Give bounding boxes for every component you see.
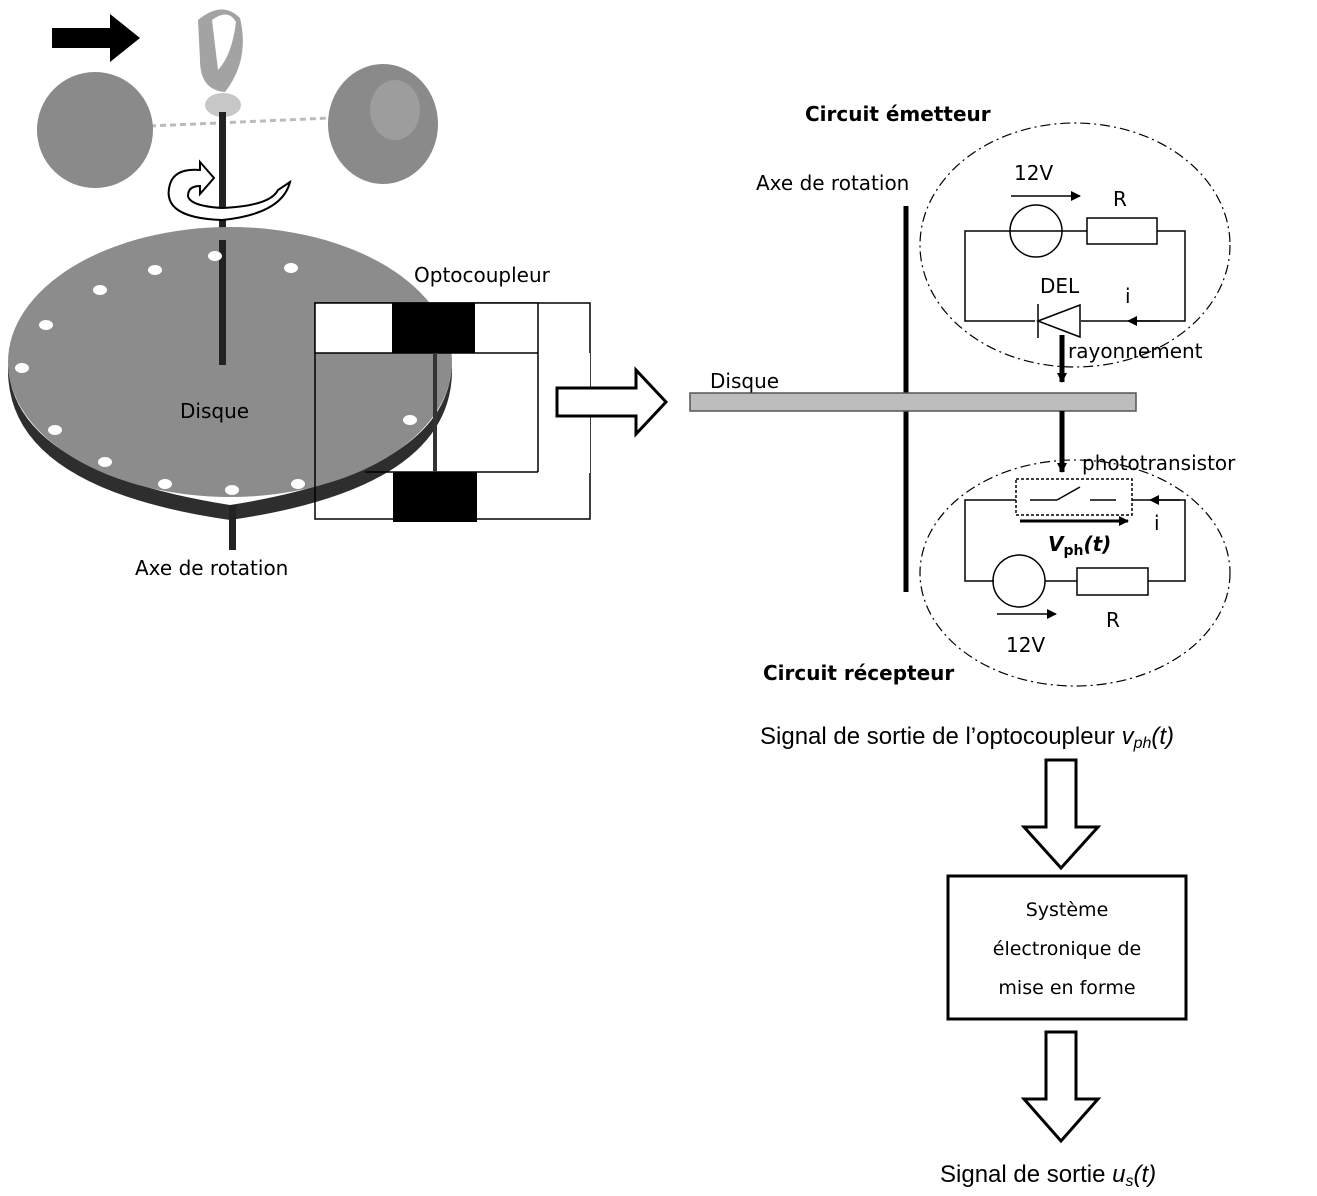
system-line-3: mise en forme (998, 977, 1135, 999)
system-line-1: Système (1026, 899, 1109, 921)
system-line-2: électronique de (993, 938, 1141, 960)
del-label: DEL (1040, 274, 1080, 298)
phototransistor-label: phototransistor (1082, 451, 1236, 475)
optocoupler-label: Optocoupleur (414, 263, 551, 287)
receiver-label: Circuit récepteur (763, 661, 954, 685)
radiation-label: rayonnement (1068, 339, 1203, 363)
wind-arrow-icon (52, 14, 140, 62)
disk-label-left: Disque (180, 399, 249, 423)
disk-bar (689, 392, 1137, 412)
emitter-boundary (919, 122, 1231, 368)
anemometer-illustration: Optocoupleur Disque Axe de rotation (8, 9, 669, 580)
final-output-label: Signal de sortie us(t) (940, 1161, 1156, 1190)
rotation-arrow-icon (167, 159, 292, 222)
receiver-circuit (964, 478, 1186, 619)
resistor-bottom-label: R (1106, 608, 1120, 632)
down-arrow-2-icon (1020, 1030, 1102, 1144)
disk-rim (8, 360, 452, 520)
voltage-top-label: 12V (1014, 161, 1053, 185)
emitter-label: Circuit émetteur (805, 102, 991, 126)
cup-left (37, 72, 153, 188)
current-bottom-label: i (1154, 511, 1160, 535)
down-arrow-1-icon (1020, 758, 1102, 871)
optocoupler-output-label: Signal de sortie de l’optocoupleur vph(t… (760, 723, 1174, 752)
signal-flow: Signal de sortie de l’optocoupleur vph(t… (760, 723, 1188, 1190)
resistor-top-label: R (1113, 187, 1127, 211)
voltage-bottom-label: 12V (1006, 633, 1045, 657)
hollow-arrow-right-icon (555, 366, 669, 438)
disk (8, 227, 452, 497)
optocoupler-circuits: Circuit émetteur Axe de rotation 12V R D… (689, 102, 1236, 687)
receiver-boundary (919, 459, 1231, 687)
axis-label-right: Axe de rotation (756, 171, 909, 195)
disk-label-right: Disque (710, 369, 779, 393)
emitter-circuit (964, 191, 1186, 339)
current-top-label: i (1125, 284, 1131, 308)
axis-label-left: Axe de rotation (135, 556, 288, 580)
shaping-system-box (946, 874, 1188, 1021)
vph-label: Vph(t) (1048, 532, 1111, 559)
disk-holes (15, 251, 417, 495)
